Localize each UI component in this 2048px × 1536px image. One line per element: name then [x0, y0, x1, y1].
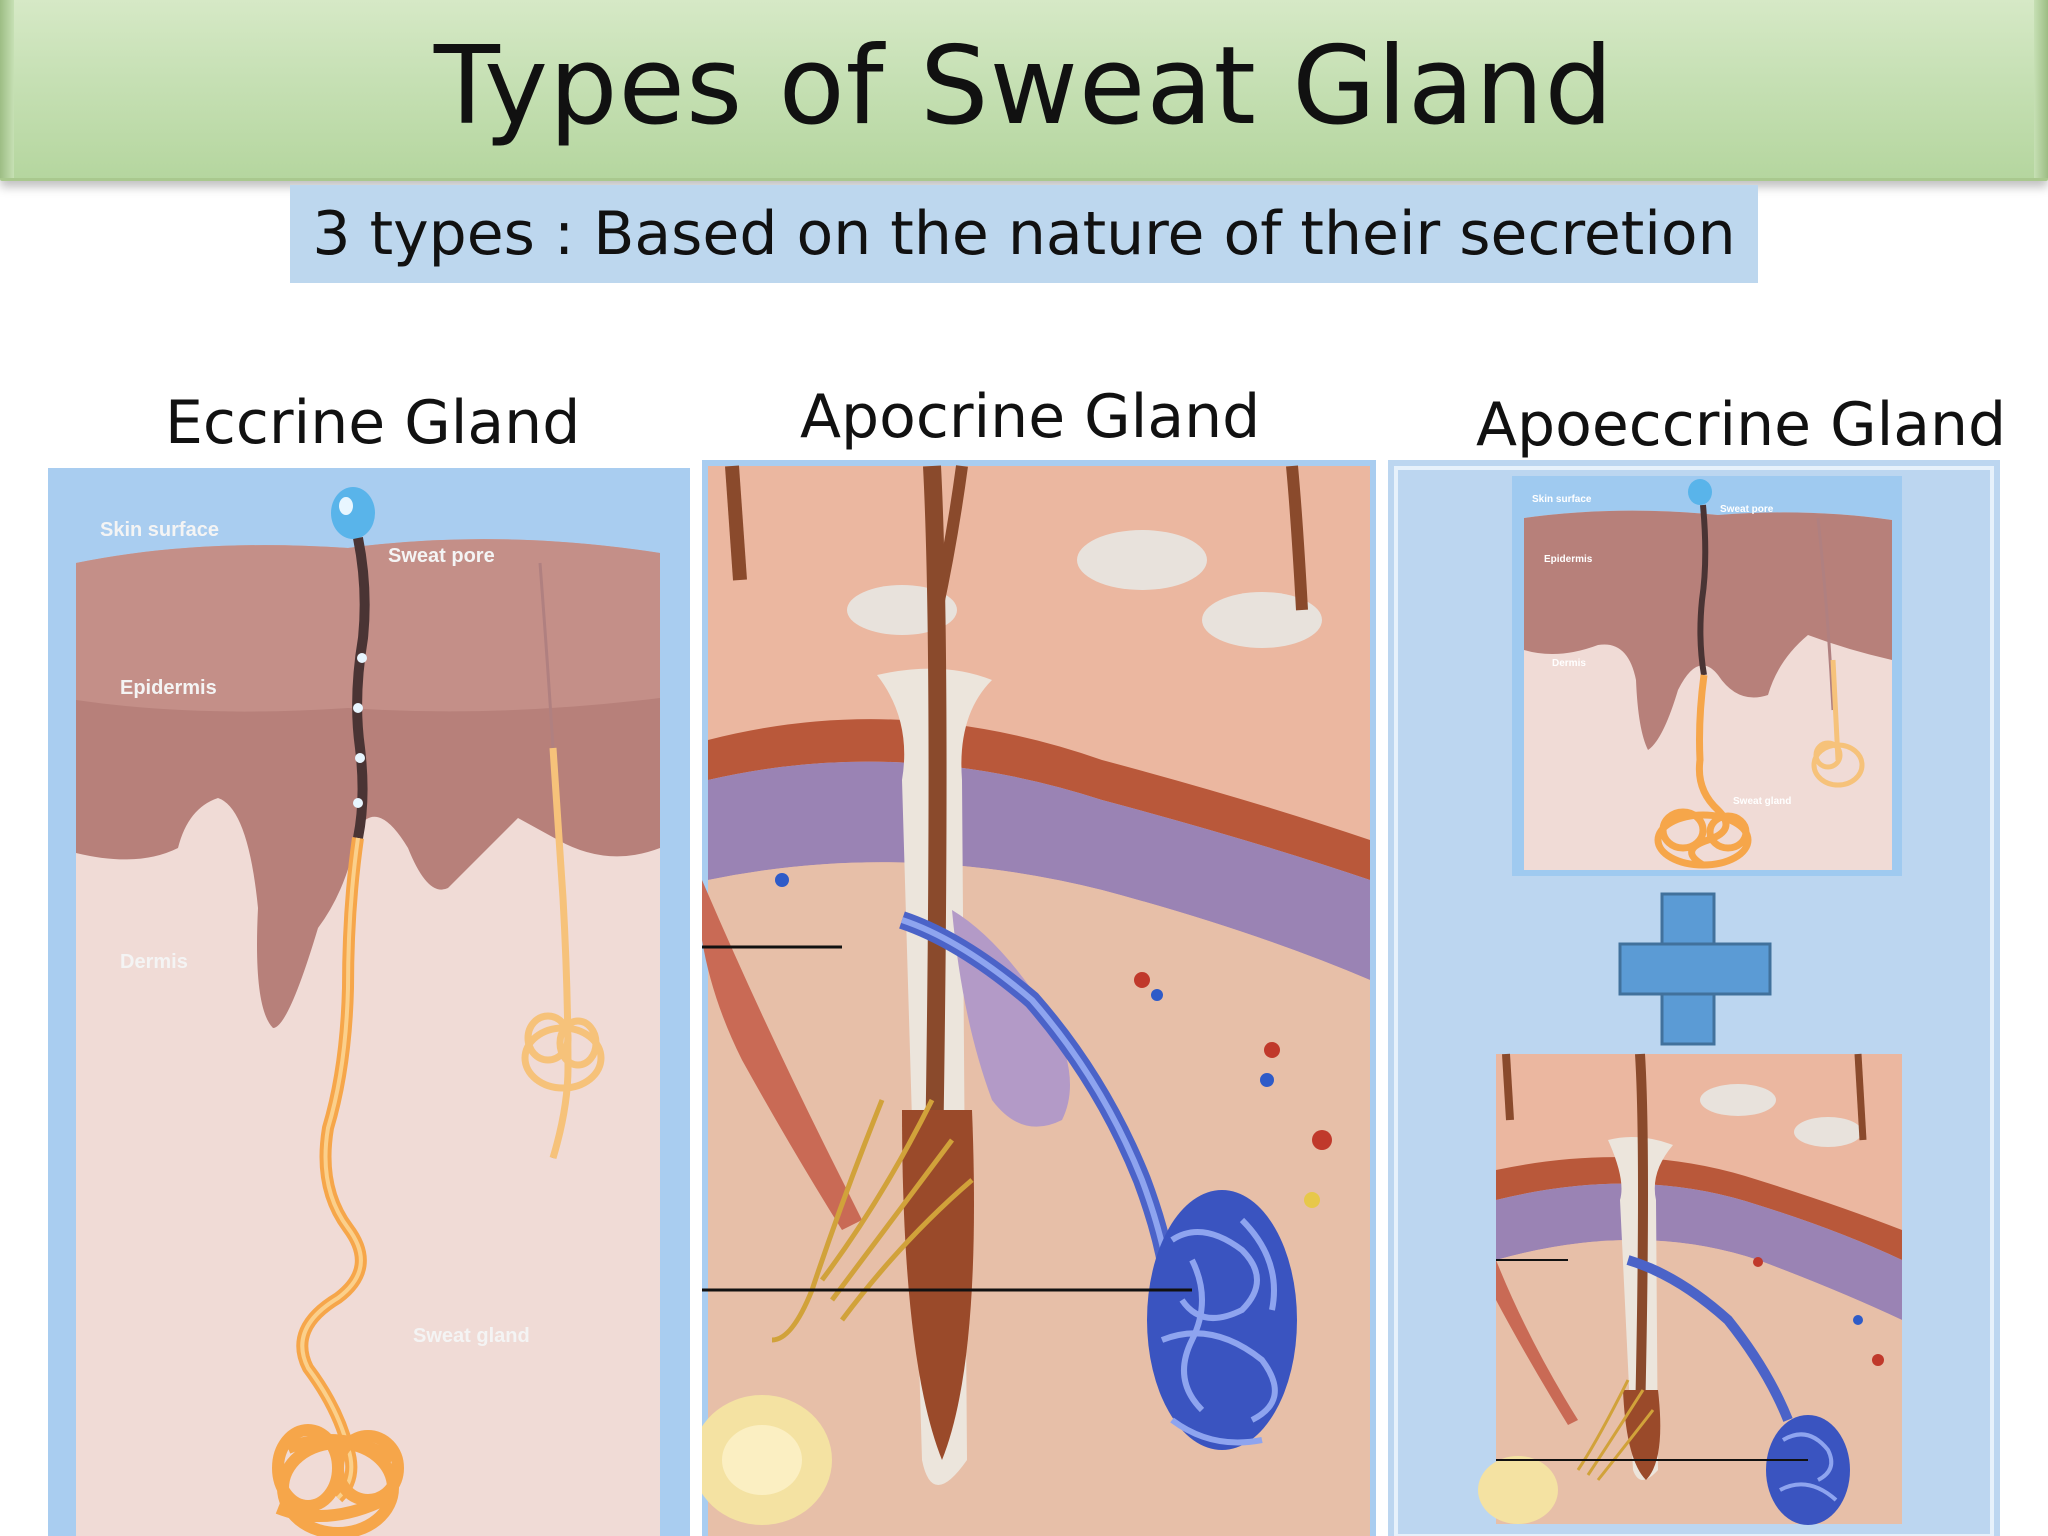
apoeccrine-label-sweat-pore: Sweat pore — [1720, 504, 1774, 515]
apocrine-gland-illustration — [702, 460, 1376, 1536]
slide-title: Types of Sweat Gland — [433, 24, 1615, 149]
apoeccrine-gland-panel: Skin surface Sweat pore Epidermis Dermis… — [1388, 460, 2000, 1536]
eccrine-heading: Eccrine Gland — [165, 388, 581, 458]
apoeccrine-label-skin-surface: Skin surface — [1532, 494, 1592, 505]
apoeccrine-label-dermis: Dermis — [1552, 658, 1586, 669]
apoeccrine-heading: Apoeccrine Gland — [1476, 390, 2007, 460]
apoeccrine-eccrine-inset: Skin surface Sweat pore Epidermis Dermis… — [1512, 476, 1902, 876]
title-banner: Types of Sweat Gland — [0, 0, 2048, 181]
plus-icon — [1618, 892, 1772, 1046]
slide-subtitle: 3 types : Based on the nature of their s… — [312, 199, 1736, 269]
apocrine-heading: Apocrine Gland — [800, 382, 1261, 452]
apoeccrine-label-sweat-gland: Sweat gland — [1733, 796, 1791, 807]
eccrine-label-sweat-gland: Sweat gland — [413, 1325, 530, 1347]
apoeccrine-label-epidermis: Epidermis — [1544, 554, 1593, 565]
apoeccrine-apocrine-inset — [1478, 1053, 1902, 1525]
eccrine-label-epidermis: Epidermis — [120, 677, 217, 699]
subtitle-box: 3 types : Based on the nature of their s… — [290, 185, 1758, 283]
eccrine-label-skin-surface: Skin surface — [100, 519, 219, 541]
eccrine-gland-illustration: Skin surface Sweat pore Epidermis Dermis… — [48, 468, 690, 1536]
eccrine-label-dermis: Dermis — [120, 951, 188, 973]
eccrine-label-sweat-pore: Sweat pore — [388, 545, 495, 567]
